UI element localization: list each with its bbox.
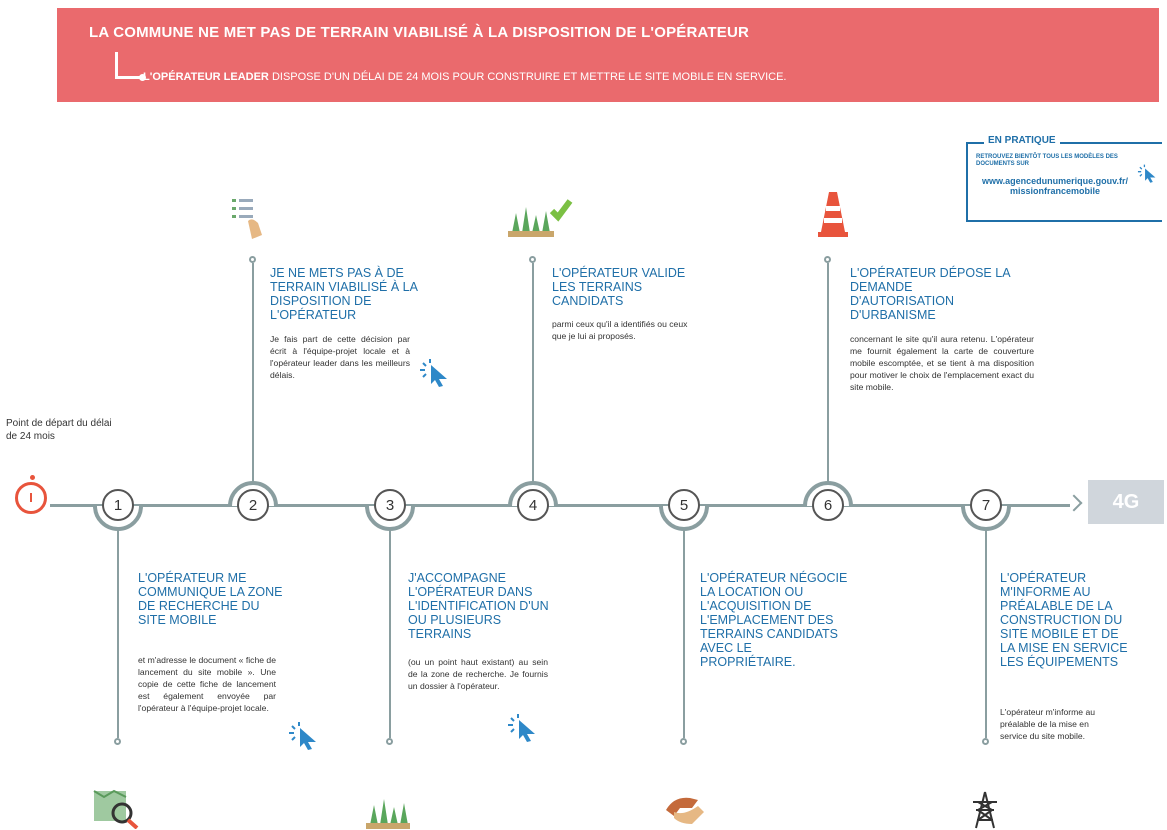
- cursor-click-icon: [289, 722, 316, 750]
- step-4-title: L'OPÉRATEUR VALIDE LES TERRAINS CANDIDAT…: [552, 266, 686, 308]
- map-search-icon: [93, 789, 139, 829]
- cursor-click-icon: [420, 359, 447, 387]
- cursor-click-icon: [1137, 164, 1156, 183]
- pylon-icon: [973, 791, 997, 829]
- arrow-right-icon: [1065, 494, 1083, 512]
- step-5-title: L'OPÉRATEUR NÉGOCIE LA LOCATION OU L'ACQ…: [700, 571, 848, 669]
- connector-7: [985, 528, 987, 738]
- cursor-click-icon: [508, 714, 535, 742]
- badge-4g: 4G: [1088, 480, 1164, 524]
- step-3-title: J'ACCOMPAGNE L'OPÉRATEUR DANS L'IDENTIFI…: [408, 571, 549, 641]
- connector-1: [117, 528, 119, 738]
- checklist-hand-icon: [232, 199, 262, 239]
- connector-dot-5: [680, 738, 687, 745]
- timeline: [50, 504, 1070, 507]
- traffic-cone-icon: [818, 192, 848, 237]
- connector-6: [827, 263, 829, 483]
- header-banner: LA COMMUNE NE MET PAS DE TERRAIN VIABILI…: [57, 8, 1159, 102]
- connector-dot-7: [982, 738, 989, 745]
- step-3-number: 3: [374, 489, 406, 521]
- step-5-number: 5: [668, 489, 700, 521]
- stopwatch-icon: [15, 475, 47, 514]
- banner-title: LA COMMUNE NE MET PAS DE TERRAIN VIABILI…: [89, 24, 750, 41]
- step-6-number: 6: [812, 489, 844, 521]
- step-7-number: 7: [970, 489, 1002, 521]
- step-1-title: L'OPÉRATEUR ME COMMUNIQUE LA ZONE DE REC…: [138, 571, 283, 627]
- banner-subtitle-rest: DISPOSE D'UN DÉLAI DE 24 MOIS POUR CONST…: [271, 71, 787, 83]
- connector-dot-1: [114, 738, 121, 745]
- step-6-body: concernant le site qu'il aura retenu. L'…: [850, 334, 1034, 392]
- connector-dot-4: [529, 256, 536, 263]
- step-2-number: 2: [237, 489, 269, 521]
- connector-5: [683, 528, 685, 738]
- connector-dot-3: [386, 738, 393, 745]
- banner-subtitle-bold: L'OPÉRATEUR LEADER: [143, 71, 269, 83]
- step-6-title: L'OPÉRATEUR DÉPOSE LA DEMANDE D'AUTORISA…: [850, 266, 1010, 322]
- step-2-body: Je fais part de cette décision par écrit…: [270, 334, 410, 380]
- step-4-number: 4: [517, 489, 549, 521]
- step-3-body: (ou un point haut existant) au sein de l…: [408, 657, 548, 691]
- practice-link[interactable]: www.agencedunumerique.gouv.fr/ missionfr…: [981, 176, 1129, 196]
- step-2-title: JE NE METS PAS À DE TERRAIN VIABILISÉ À …: [270, 266, 418, 322]
- connector-dot-2: [249, 256, 256, 263]
- practice-heading: EN PRATIQUE: [984, 135, 1060, 146]
- banner-subtitle: L'OPÉRATEUR LEADER DISPOSE D'UN DÉLAI DE…: [143, 71, 786, 83]
- terrain-icon: [366, 799, 410, 829]
- step-7-body: L'opérateur m'informe au préalable de la…: [1000, 707, 1095, 741]
- connector-dot-6: [824, 256, 831, 263]
- step-4-body: parmi ceux qu'il a identifiés ou ceux qu…: [552, 319, 688, 341]
- practice-box: EN PRATIQUE RETROUVEZ BIENTÔT TOUS LES M…: [966, 135, 1162, 222]
- connector-2: [252, 263, 254, 483]
- connector-4: [532, 263, 534, 483]
- practice-text: RETROUVEZ BIENTÔT TOUS LES MODÈLES DES D…: [976, 154, 1118, 167]
- terrain-check-icon: [508, 199, 573, 237]
- start-label: Point de départ du délai de 24 mois: [6, 418, 112, 442]
- step-1-body: et m'adresse le document « fiche de lanc…: [138, 655, 276, 713]
- connector-3: [389, 528, 391, 738]
- step-1-number: 1: [102, 489, 134, 521]
- handshake-icon: [666, 797, 704, 824]
- banner-arrow-icon: [115, 52, 146, 81]
- step-7-title: L'OPÉRATEUR M'INFORME AU PRÉALABLE DE LA…: [1000, 571, 1128, 669]
